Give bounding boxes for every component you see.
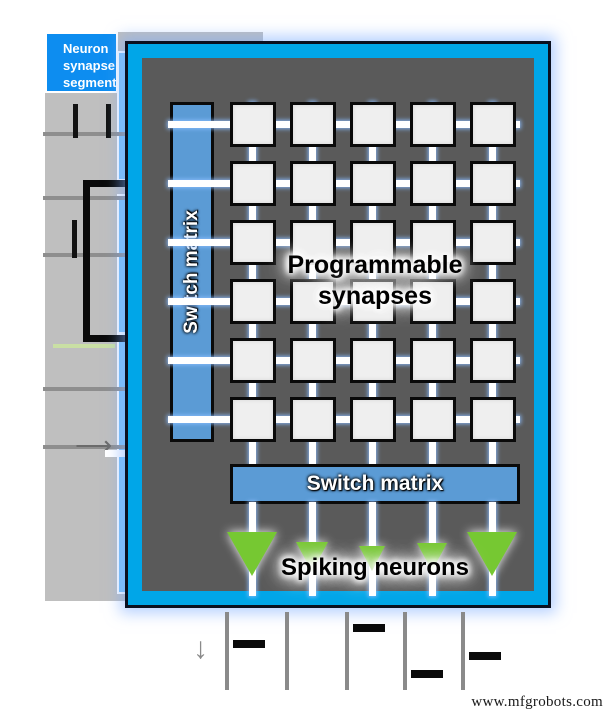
synapse-cell[interactable] xyxy=(290,161,336,206)
synapse-cell[interactable] xyxy=(290,279,336,324)
arrow-down-icon: ↓ xyxy=(193,632,208,665)
background-tick-1 xyxy=(73,104,78,138)
synapse-cell[interactable] xyxy=(410,397,456,442)
row-wire-4 xyxy=(168,298,520,305)
background-tick-2 xyxy=(106,104,111,138)
synapse-cell[interactable] xyxy=(470,279,516,324)
synapse-cell[interactable] xyxy=(230,220,276,265)
neuromorphic-chip: Switch matrix xyxy=(125,41,551,608)
spiking-neuron-triangle[interactable] xyxy=(296,542,328,572)
programmable-synapse-grid xyxy=(168,102,520,464)
row-wire-2 xyxy=(168,180,520,187)
synapse-cell[interactable] xyxy=(410,279,456,324)
background-green-bar xyxy=(53,344,115,348)
watermark: www.mfgrobots.com xyxy=(471,694,603,710)
synapse-cell[interactable] xyxy=(470,397,516,442)
raster-spike-tick xyxy=(353,624,385,632)
spiking-neuron-triangle[interactable] xyxy=(359,546,385,571)
synapse-cell[interactable] xyxy=(410,220,456,265)
synapse-cell[interactable] xyxy=(350,338,396,383)
synapse-cell[interactable] xyxy=(470,161,516,206)
spiking-neurons-row xyxy=(227,502,520,596)
synapse-cell[interactable] xyxy=(350,161,396,206)
synapse-cell[interactable] xyxy=(350,397,396,442)
synapse-cell[interactable] xyxy=(290,220,336,265)
synapse-cell[interactable] xyxy=(470,338,516,383)
neuron-box-line-3: segment xyxy=(63,75,117,90)
raster-spike-tick xyxy=(233,640,265,648)
neuron-box-line-1: Neuron xyxy=(63,41,109,56)
row-wire-1 xyxy=(168,121,520,128)
row-wire-6 xyxy=(168,416,520,423)
switch-matrix-bottom-label: Switch matrix xyxy=(306,472,444,495)
synapse-cell[interactable] xyxy=(230,279,276,324)
raster-line xyxy=(403,612,407,690)
raster-line xyxy=(225,612,229,690)
synapse-cell[interactable] xyxy=(230,338,276,383)
synapse-cell[interactable] xyxy=(350,220,396,265)
spiking-neuron-triangle[interactable] xyxy=(467,532,517,576)
raster-line xyxy=(461,612,465,690)
row-wire-3 xyxy=(168,239,520,246)
synapse-cell[interactable] xyxy=(470,102,516,147)
synapse-cell[interactable] xyxy=(470,220,516,265)
row-wire-5 xyxy=(168,357,520,364)
raster-spike-tick xyxy=(411,670,443,678)
synapse-cell[interactable] xyxy=(290,338,336,383)
synapse-cell[interactable] xyxy=(290,102,336,147)
background-tick-3 xyxy=(72,220,77,258)
synapse-cell[interactable] xyxy=(230,102,276,147)
raster-line xyxy=(345,612,349,690)
synapse-cell[interactable] xyxy=(230,161,276,206)
synapse-cell[interactable] xyxy=(290,397,336,442)
neuron-box-line-2: synapse xyxy=(63,58,116,73)
switch-matrix-bottom[interactable]: Switch matrix xyxy=(230,464,520,504)
synapse-cell[interactable] xyxy=(410,161,456,206)
synapse-cell[interactable] xyxy=(350,102,396,147)
spiking-neuron-triangle[interactable] xyxy=(227,532,277,576)
raster-spike-tick xyxy=(469,652,501,660)
switch-matrix-left-label: Switch matrix xyxy=(181,210,203,334)
synapse-cell[interactable] xyxy=(410,102,456,147)
background-neuron-synapse-segment-box: Neuron synapse segment xyxy=(45,32,119,93)
spike-raster-diagram: ↓ xyxy=(185,612,501,690)
chip-die-area: Switch matrix xyxy=(142,58,534,596)
spiking-neuron-triangle[interactable] xyxy=(417,543,447,571)
switch-matrix-left[interactable]: Switch matrix xyxy=(170,102,214,442)
synapse-cell[interactable] xyxy=(230,397,276,442)
raster-line xyxy=(285,612,289,690)
synapse-cell[interactable] xyxy=(410,338,456,383)
synapse-cell[interactable] xyxy=(350,279,396,324)
